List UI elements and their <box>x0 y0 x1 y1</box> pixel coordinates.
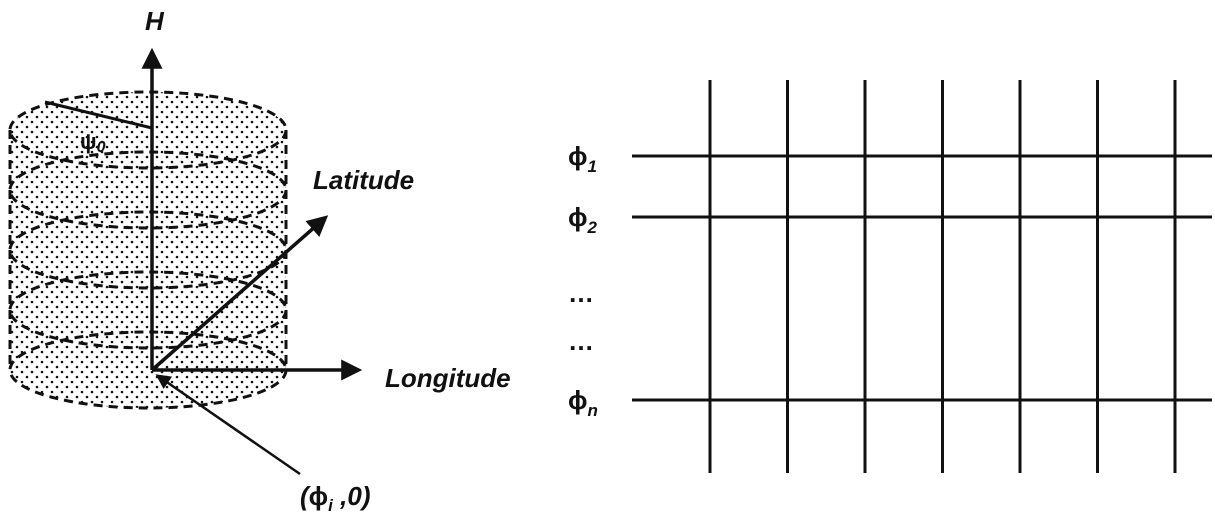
radius-label-symbol: ψ <box>80 129 97 154</box>
latitude-label: Latitude <box>313 165 414 195</box>
grid-vertical-lines <box>708 80 1177 473</box>
grid-horizontal-lines <box>632 154 1212 402</box>
cylinder-slice <box>8 150 288 230</box>
latitude-axis-arrow <box>150 215 329 372</box>
grid-row-label: ϕ2 <box>568 202 598 237</box>
grid-row-label-symbol: ϕ <box>568 202 588 232</box>
grid-row-label-symbol: ϕ <box>568 385 588 415</box>
radius-label: ψ0 <box>80 129 106 156</box>
radius-label-subscript: 0 <box>97 139 106 156</box>
grid-row-label: … <box>568 278 594 308</box>
grid-row-label-symbol: … <box>568 278 594 308</box>
origin-label-phi: ϕ <box>309 481 329 511</box>
grid-row-label: … <box>568 326 594 356</box>
cylinder-body <box>10 92 286 408</box>
cylinder-figure: H ψ0 Latitude Longitude (ϕi ,0) <box>8 6 511 515</box>
cylinder-slice <box>8 270 288 350</box>
origin-pointer-arrow <box>155 374 301 476</box>
origin-label: (ϕi ,0) <box>300 481 370 515</box>
origin-label-rest: ,0) <box>333 481 371 511</box>
longitude-label: Longitude <box>385 363 511 393</box>
grid-row-label-symbol: ϕ <box>568 141 588 171</box>
origin-label-subscript: i <box>328 496 334 515</box>
grid-row-label: ϕn <box>568 385 598 420</box>
grid-row-label-symbol: … <box>568 326 594 356</box>
grid-row-label: ϕ1 <box>568 141 597 176</box>
grid-row-label-subscript: n <box>588 401 598 420</box>
cylinder-slice <box>8 90 288 170</box>
grid-row-label-subscript: 2 <box>587 218 598 237</box>
h-axis-label: H <box>145 6 165 36</box>
radius-line <box>44 100 153 130</box>
grid-row-label-subscript: 1 <box>588 157 597 176</box>
